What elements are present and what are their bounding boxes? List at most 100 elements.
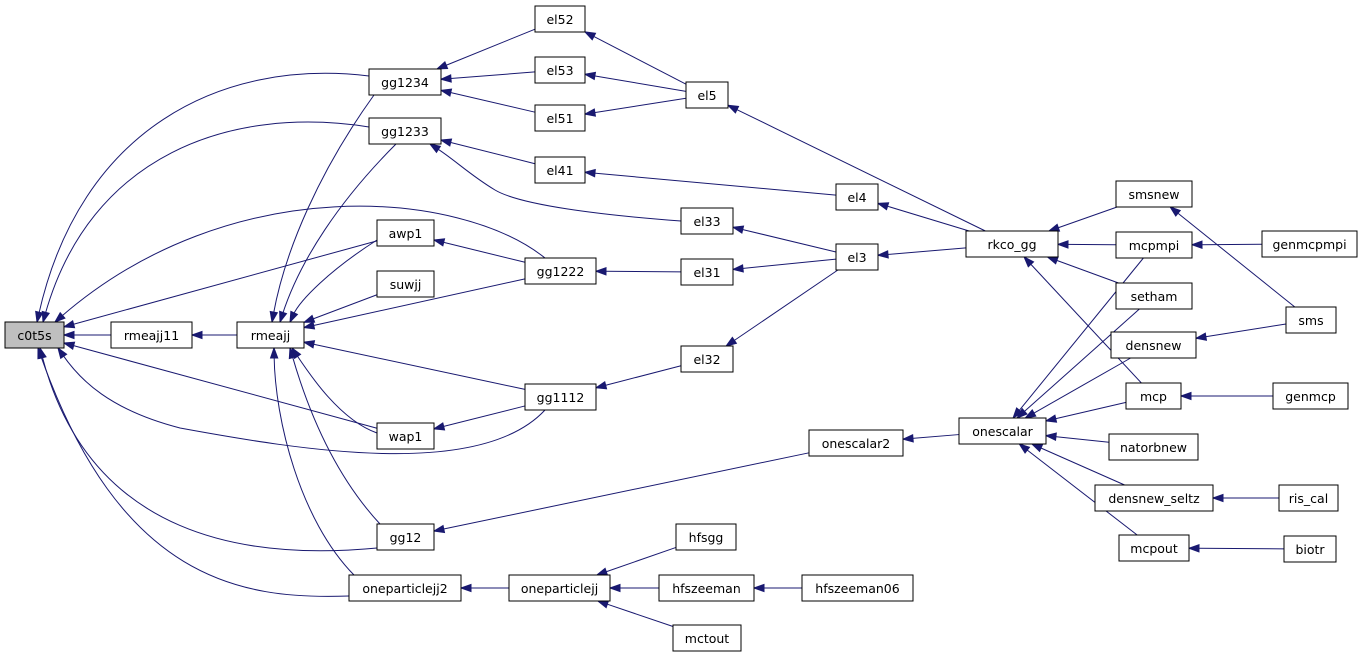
- node-hfszeeman[interactable]: hfszeeman: [658, 574, 755, 602]
- node-el52[interactable]: el52: [534, 5, 586, 33]
- node-oneparticlejj2[interactable]: oneparticlejj2: [348, 574, 462, 602]
- node-box: [376, 523, 435, 551]
- edge-line: [311, 278, 526, 327]
- node-ris-cal[interactable]: ris_cal: [1278, 484, 1339, 512]
- edge-arrowhead: [302, 314, 316, 323]
- node-c0t5s[interactable]: c0t5s: [4, 321, 65, 349]
- node-hfszeeman06[interactable]: hfszeeman06: [801, 574, 914, 602]
- edge-mctout-to-oneparticlejj: [596, 600, 674, 627]
- edge-awp1-to-rmeajj: [289, 239, 378, 324]
- edge-el3-to-el33: [731, 225, 837, 253]
- edge-arrowhead: [62, 319, 76, 329]
- node-el53[interactable]: el53: [534, 56, 586, 84]
- edge-line: [448, 91, 536, 113]
- edge-arrowhead: [1044, 432, 1057, 442]
- node-gg1233[interactable]: gg1233: [368, 117, 442, 145]
- node-box: [685, 81, 729, 109]
- edge-gg1233-to-rmeajj: [279, 143, 397, 324]
- node-mcpmpi[interactable]: mcpmpi: [1115, 231, 1193, 259]
- node-label: el41: [546, 163, 573, 178]
- node-box: [1118, 534, 1190, 562]
- edge-line: [71, 240, 378, 326]
- edge-ris_cal-to-densnew_seltz: [1211, 493, 1279, 503]
- edge-arrowhead: [583, 31, 597, 41]
- edge-onescalar2-to-gg12: [432, 452, 810, 534]
- node-densnew[interactable]: densnew: [1110, 331, 1197, 359]
- node-box: [1094, 484, 1214, 512]
- edge-mcpout-to-onescalar: [1018, 443, 1138, 536]
- edge-el51-to-gg1234: [439, 88, 536, 113]
- edge-gg12-to-c0t5s: [38, 346, 378, 552]
- node-box: [376, 270, 435, 298]
- node-el51[interactable]: el51: [534, 104, 586, 132]
- node-onescalar[interactable]: onescalar: [958, 417, 1047, 445]
- edge-arrowhead: [53, 311, 66, 323]
- edge-el4-to-el41: [583, 168, 837, 196]
- node-gg1112[interactable]: gg1112: [524, 383, 597, 411]
- node-mcp[interactable]: mcp: [1125, 382, 1182, 410]
- node-onescalar2[interactable]: onescalar2: [808, 429, 904, 457]
- node-setham[interactable]: setham: [1115, 282, 1193, 310]
- edge-line: [1053, 401, 1127, 420]
- edge-smsnew-to-rkco_gg: [1047, 206, 1118, 232]
- node-box: [1283, 535, 1337, 563]
- node-el32[interactable]: el32: [680, 345, 734, 373]
- edge-oneparticlejj2-to-rmeajj: [269, 346, 355, 576]
- node-box: [376, 422, 435, 450]
- node-el5[interactable]: el5: [685, 81, 729, 109]
- node-densnew-seltz[interactable]: densnew_seltz: [1094, 484, 1214, 512]
- edge-awp1-to-c0t5s: [62, 240, 378, 329]
- node-sms[interactable]: sms: [1285, 306, 1337, 334]
- node-mcpout[interactable]: mcpout: [1118, 534, 1190, 562]
- node-label: hfszeeman: [672, 581, 741, 596]
- edge-line: [291, 355, 381, 525]
- edge-arrowhead: [1018, 443, 1031, 454]
- node-label: el52: [546, 12, 573, 27]
- node-label: oneparticlejj: [521, 581, 598, 596]
- node-hfsgg[interactable]: hfsgg: [675, 523, 737, 551]
- edge-gg1112-to-c0t5s: [57, 346, 546, 455]
- edge-el52-to-gg1234: [435, 28, 536, 70]
- node-genmcpmpi[interactable]: genmcpmpi: [1261, 230, 1358, 258]
- node-rmeajj[interactable]: rmeajj: [236, 321, 305, 349]
- edge-line: [740, 228, 837, 253]
- node-smsnew[interactable]: smsnew: [1115, 180, 1193, 208]
- edge-el5-to-el51: [583, 97, 687, 117]
- edge-arrowhead: [302, 321, 316, 330]
- node-el3[interactable]: el3: [835, 243, 879, 271]
- node-suwjj[interactable]: suwjj: [376, 270, 435, 298]
- node-el31[interactable]: el31: [680, 258, 734, 286]
- node-layer: c0t5s rmeajj11 rmeajj gg1234 gg1233 awp1 suwjj…: [4, 5, 1358, 652]
- node-rmeajj11[interactable]: rmeajj11: [110, 321, 193, 349]
- node-el33[interactable]: el33: [680, 207, 734, 235]
- node-gg1222[interactable]: gg1222: [524, 257, 597, 285]
- edge-line: [885, 205, 970, 232]
- node-wap1[interactable]: wap1: [376, 422, 435, 450]
- node-biotr[interactable]: biotr: [1283, 535, 1337, 563]
- node-el41[interactable]: el41: [534, 156, 586, 184]
- node-gg12[interactable]: gg12: [376, 523, 435, 551]
- edge-arrowhead: [595, 567, 609, 576]
- edge-line: [448, 71, 536, 80]
- node-label: onescalar2: [822, 436, 891, 451]
- node-el4[interactable]: el4: [835, 183, 879, 211]
- node-box: [368, 117, 442, 145]
- node-oneparticlejj[interactable]: oneparticlejj: [508, 574, 611, 602]
- node-box: [808, 429, 904, 457]
- edge-gg1222-to-c0t5s: [53, 205, 546, 323]
- edge-arrowhead: [752, 583, 765, 593]
- node-genmcp[interactable]: genmcp: [1272, 382, 1349, 410]
- edge-arrowhead: [428, 143, 442, 154]
- node-natorbnew[interactable]: natorbnew: [1108, 433, 1199, 461]
- edge-arrowhead: [269, 346, 279, 359]
- node-awp1[interactable]: awp1: [376, 219, 435, 247]
- edge-line: [436, 147, 682, 222]
- node-label: el3: [847, 250, 866, 265]
- edge-sms-to-densnew: [1194, 323, 1287, 341]
- edge-wap1-to-rmeajj: [291, 346, 378, 434]
- node-mctout[interactable]: mctout: [672, 624, 742, 652]
- node-gg1234[interactable]: gg1234: [368, 68, 442, 96]
- node-rkco-gg[interactable]: rkco_gg: [965, 230, 1059, 258]
- edge-rkco_gg-to-el4: [876, 202, 970, 232]
- edge-arrowhead: [37, 346, 46, 360]
